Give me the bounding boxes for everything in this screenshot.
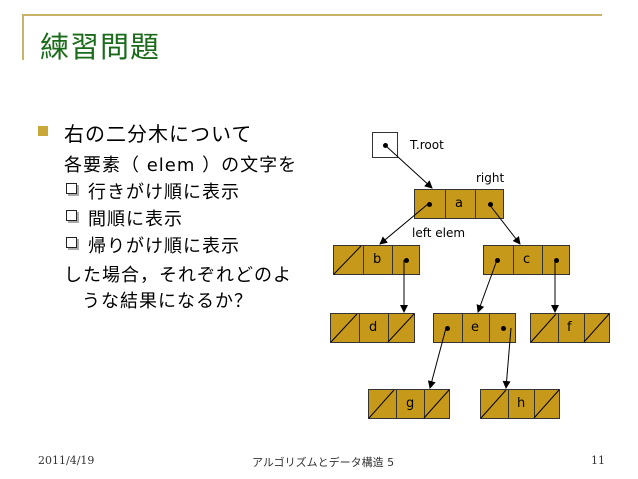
left-pointer-cell	[434, 314, 462, 342]
accent-line-left	[22, 14, 24, 60]
null-pointer-cell	[584, 314, 611, 342]
right-label: right	[476, 171, 505, 185]
sub-bullet-box-icon	[66, 183, 77, 194]
slide-title: 練習問題	[40, 30, 161, 64]
left-pointer-cell	[415, 190, 445, 218]
node-label-e: e	[471, 320, 479, 335]
sub-bullet-postorder: 帰りがけ順に表示	[88, 236, 240, 257]
bullet-main-text: 右の二分木について	[64, 122, 253, 146]
footer-date: 2011/4/19	[38, 454, 95, 467]
elem-cell: c	[513, 246, 542, 274]
bullet-line-2: 各要素（ elem ）の文字を	[64, 155, 298, 176]
sub-bullet-inorder: 間順に表示	[88, 209, 183, 230]
tree-node-d: d	[330, 313, 415, 343]
accent-line-top	[22, 14, 602, 16]
pointer-dot	[404, 258, 409, 263]
footer-course: アルゴリズムとデータ構造 5	[252, 456, 395, 469]
null-pointer-cell	[334, 246, 363, 274]
root-label: T.root	[410, 138, 444, 152]
elem-cell: b	[363, 246, 392, 274]
node-label-a: a	[455, 196, 463, 211]
pointer-dot	[495, 258, 500, 263]
root-pointer-box	[372, 132, 398, 158]
pointer-dot	[501, 326, 506, 331]
sub-bullet-box-icon	[66, 210, 77, 221]
root-pointer-dot	[383, 143, 388, 148]
right-pointer-cell	[475, 190, 505, 218]
node-label-b: b	[373, 252, 382, 267]
elem-cell: d	[359, 314, 388, 342]
pointer-dot	[427, 202, 432, 207]
null-pointer-cell	[369, 390, 396, 418]
right-pointer-cell	[392, 246, 421, 274]
null-pointer-cell	[531, 314, 558, 342]
null-pointer-cell	[388, 314, 416, 342]
tree-node-b: b	[333, 245, 420, 275]
left-pointer-cell	[484, 246, 513, 274]
null-pointer-cell	[424, 390, 451, 418]
left-elem-label: left elem	[412, 226, 466, 240]
null-pointer-cell	[534, 390, 561, 418]
bullet-square-icon	[38, 126, 48, 136]
elem-cell: g	[396, 390, 424, 418]
elem-cell: a	[445, 190, 475, 218]
tree-node-g: g	[368, 389, 450, 419]
null-pointer-cell	[331, 314, 359, 342]
tree-node-a: a	[414, 189, 504, 219]
node-label-h: h	[517, 396, 526, 411]
node-label-d: d	[369, 320, 378, 335]
node-label-g: g	[406, 396, 415, 411]
tree-node-e: e	[433, 313, 516, 343]
sub-bullet-preorder: 行きがけ順に表示	[88, 182, 240, 203]
bullet-line-7: うな結果になるか？	[82, 291, 253, 312]
tree-node-c: c	[483, 245, 570, 275]
pointer-dot	[488, 202, 493, 207]
elem-cell: h	[508, 390, 534, 418]
pointer-dot	[554, 258, 559, 263]
null-pointer-cell	[481, 390, 508, 418]
node-label-f: f	[567, 320, 572, 335]
tree-node-f: f	[530, 313, 610, 343]
elem-cell: f	[558, 314, 584, 342]
right-pointer-cell	[489, 314, 517, 342]
elem-cell: e	[462, 314, 489, 342]
footer-page-number: 11	[591, 454, 605, 467]
bullet-line-6: した場合，それぞれどのよ	[64, 265, 292, 286]
right-pointer-cell	[542, 246, 571, 274]
node-label-c: c	[523, 252, 531, 267]
sub-bullet-box-icon	[66, 237, 77, 248]
tree-node-h: h	[480, 389, 560, 419]
pointer-dot	[445, 326, 450, 331]
